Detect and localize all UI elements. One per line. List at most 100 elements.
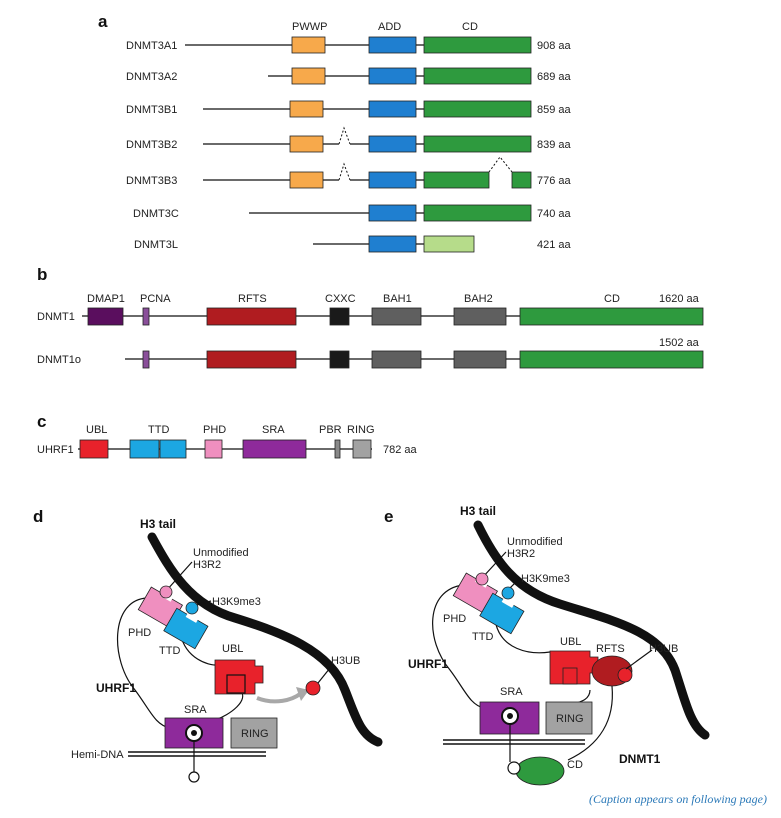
ttd-label: TTD bbox=[159, 645, 180, 657]
row-dnmt3b3: DNMT3B3 776 aa bbox=[126, 156, 572, 189]
hemi-dna-label: Hemi-DNA bbox=[71, 749, 124, 761]
cxxc-domain bbox=[329, 307, 350, 326]
header-ring: RING bbox=[347, 424, 375, 436]
ttd-domain-part2 bbox=[159, 439, 187, 459]
rfts-label: RFTS bbox=[596, 643, 625, 655]
row-dnmt1: DNMT1 1620 aa bbox=[37, 293, 704, 326]
protein-length: 782 aa bbox=[383, 444, 418, 456]
h3k9me3-residue bbox=[185, 601, 199, 615]
protein-name: DNMT3B1 bbox=[126, 104, 177, 116]
panel-b-label: b bbox=[37, 265, 47, 284]
h3r2-leader bbox=[481, 551, 507, 579]
header-bah1: BAH1 bbox=[383, 293, 412, 305]
cd-domain-part2 bbox=[511, 171, 532, 189]
pwwp-domain bbox=[289, 135, 324, 153]
cd-domain bbox=[423, 36, 532, 54]
bah1-domain bbox=[371, 350, 422, 369]
uhrf1-label: UHRF1 bbox=[408, 657, 448, 671]
ubl-linker bbox=[494, 619, 551, 654]
row-dnmt3a1: DNMT3A1 908 aa bbox=[126, 36, 572, 54]
splice-gap bbox=[338, 126, 351, 145]
h3r2-residue bbox=[475, 572, 489, 586]
uhrf1-label: UHRF1 bbox=[96, 681, 136, 695]
row-dnmt1o: DNMT1o 1502 aa bbox=[37, 337, 704, 369]
header-ttd: TTD bbox=[148, 424, 169, 436]
panel-e: e H3 tail Unmodified H3R2 H3K9me3 PHD TT… bbox=[384, 504, 710, 786]
h3k9me3-label: H3K9me3 bbox=[521, 573, 570, 585]
pcna-motif bbox=[142, 350, 150, 369]
add-domain bbox=[368, 235, 417, 253]
caption-note: (Caption appears on following page) bbox=[589, 792, 767, 806]
sra-domain bbox=[242, 439, 307, 459]
pbr-motif bbox=[334, 439, 341, 459]
protein-name: DNMT3C bbox=[133, 208, 179, 220]
uhrf1-linker bbox=[117, 597, 171, 729]
row-dnmt3b2: DNMT3B2 839 aa bbox=[126, 126, 572, 153]
header-rfts: RFTS bbox=[238, 293, 267, 305]
cd-domain bbox=[423, 100, 532, 118]
splice-gap bbox=[488, 156, 513, 173]
cd-domain-part1 bbox=[423, 171, 490, 189]
uhrf1-linker bbox=[432, 584, 485, 709]
ttd-domain bbox=[163, 607, 209, 650]
header-cd: CD bbox=[462, 21, 478, 33]
row-uhrf1: UHRF1 782 aa bbox=[37, 439, 418, 459]
protein-name: DNMT3L bbox=[134, 239, 178, 251]
splice-gap bbox=[338, 162, 351, 181]
ring-domain bbox=[230, 717, 278, 749]
protein-length: 421 aa bbox=[537, 239, 572, 251]
header-pbr: PBR bbox=[319, 424, 342, 436]
bah2-domain bbox=[453, 307, 507, 326]
h3ub-leader bbox=[625, 649, 653, 670]
release-arrowhead bbox=[296, 687, 309, 701]
h3-tail-label: H3 tail bbox=[460, 504, 496, 518]
protein-length: 740 aa bbox=[537, 208, 572, 220]
methyl-site bbox=[507, 761, 521, 775]
panel-d-label: d bbox=[33, 507, 43, 526]
protein-name: DNMT3A1 bbox=[126, 40, 177, 52]
ttd-domain bbox=[479, 592, 525, 635]
h3ub-label: H3UB bbox=[331, 655, 360, 667]
h3k9me3-residue bbox=[501, 586, 515, 600]
protein-name: DNMT3A2 bbox=[126, 71, 177, 83]
header-sra: SRA bbox=[262, 424, 285, 436]
add-domain bbox=[368, 100, 417, 118]
protein-length: 1620 aa bbox=[659, 293, 700, 305]
protein-name: DNMT3B2 bbox=[126, 139, 177, 151]
unmodified-label-1: Unmodified bbox=[193, 547, 249, 559]
ring-label: RING bbox=[556, 713, 584, 725]
h3-tail-label: H3 tail bbox=[140, 517, 176, 531]
h3k9me3-label: H3K9me3 bbox=[212, 596, 261, 608]
header-pcna: PCNA bbox=[140, 293, 171, 305]
phd-label: PHD bbox=[443, 613, 466, 625]
add-domain bbox=[368, 67, 417, 85]
cd-domain bbox=[519, 307, 704, 326]
panel-c-label: c bbox=[37, 412, 46, 431]
add-domain bbox=[368, 36, 417, 54]
cxxc-domain bbox=[329, 350, 350, 369]
protein-length: 1502 aa bbox=[659, 337, 700, 349]
cd-domain bbox=[519, 350, 704, 369]
protein-length: 908 aa bbox=[537, 40, 572, 52]
protein-length: 839 aa bbox=[537, 139, 572, 151]
protein-length: 776 aa bbox=[537, 175, 572, 187]
protein-name: UHRF1 bbox=[37, 444, 74, 456]
pcna-motif bbox=[142, 307, 150, 326]
header-ubl: UBL bbox=[86, 424, 107, 436]
ring-domain bbox=[352, 439, 372, 459]
ring-domain bbox=[545, 701, 593, 735]
cd-domain bbox=[423, 67, 532, 85]
pwwp-domain bbox=[291, 67, 326, 85]
ttd-domain-part1 bbox=[129, 439, 160, 459]
release-arrow bbox=[256, 692, 302, 704]
pwwp-domain bbox=[291, 36, 326, 54]
header-cd: CD bbox=[604, 293, 620, 305]
h3r2-leader bbox=[165, 561, 193, 592]
h3ub-label: H3UB bbox=[649, 643, 678, 655]
panel-a-label: a bbox=[98, 12, 108, 31]
flipped-base-core bbox=[507, 713, 513, 719]
dnmt1-label: DNMT1 bbox=[619, 752, 661, 766]
cd-domain bbox=[515, 756, 565, 786]
header-cxxc: CXXC bbox=[325, 293, 356, 305]
